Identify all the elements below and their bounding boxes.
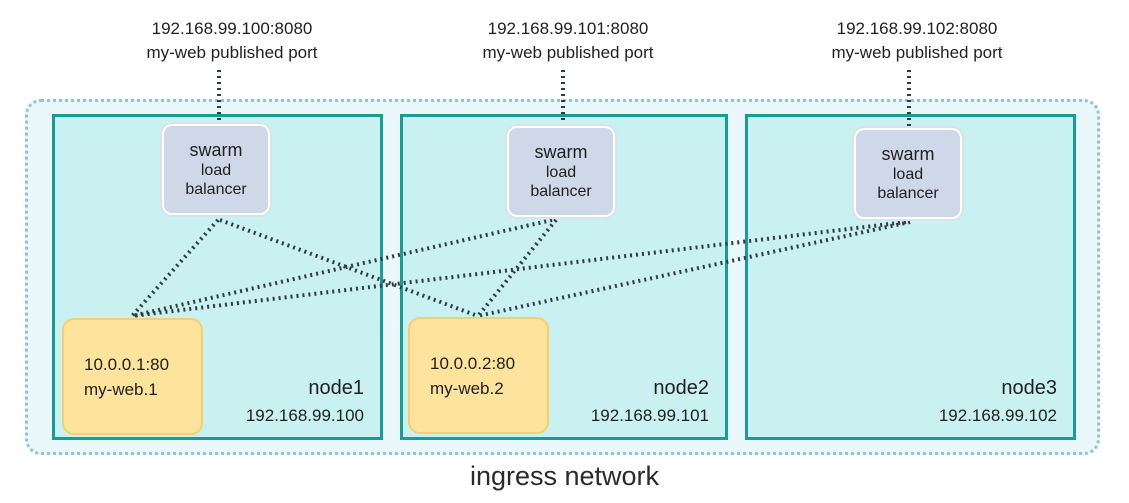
load-balancer-1-title: swarm	[189, 140, 243, 160]
load-balancer-3-line3: balancer	[877, 185, 939, 202]
load-balancer-3-line2: load	[892, 166, 924, 183]
load-balancer-2-title: swarm	[534, 142, 588, 162]
published-port-2-address: 192.168.99.101:8080	[487, 19, 649, 38]
task-2-address: 10.0.0.2:80	[430, 353, 516, 373]
task-1-name: my-web.1	[84, 379, 158, 399]
load-balancer-2-line2: load	[545, 164, 577, 181]
published-port-3-label: my-web published port	[831, 43, 1003, 62]
load-balancer-2-line3: balancer	[530, 183, 592, 200]
load-balancer-3: swarm load balancer	[852, 126, 964, 221]
load-balancer-3-title: swarm	[881, 144, 935, 164]
node-1-ip: 192.168.99.100	[245, 406, 364, 425]
published-port-3-address: 192.168.99.102:8080	[836, 19, 998, 38]
task-my-web-1: 10.0.0.1:80 my-web.1	[62, 318, 203, 435]
task-2-name: my-web.2	[430, 378, 504, 398]
load-balancer-1-line2: load	[200, 162, 232, 179]
load-balancer-1: swarm load balancer	[160, 122, 272, 217]
node-3-name: node3	[1001, 377, 1057, 399]
task-1-address: 10.0.0.1:80	[84, 354, 170, 374]
node-2-name: node2	[653, 377, 709, 399]
published-port-2: 192.168.99.101:8080 my-web published por…	[438, 17, 698, 65]
node-3-ip: 192.168.99.102	[938, 406, 1057, 425]
published-port-3: 192.168.99.102:8080 my-web published por…	[787, 17, 1047, 65]
published-port-1: 192.168.99.100:8080 my-web published por…	[102, 17, 362, 65]
published-port-2-label: my-web published port	[482, 43, 654, 62]
load-balancer-1-line3: balancer	[185, 181, 247, 198]
task-my-web-2: 10.0.0.2:80 my-web.2	[408, 317, 549, 434]
published-port-1-label: my-web published port	[146, 43, 318, 62]
node-2-ip: 192.168.99.101	[590, 406, 709, 425]
published-port-1-address: 192.168.99.100:8080	[151, 19, 313, 38]
node-1-name: node1	[308, 377, 364, 399]
ingress-network-label: ingress network	[469, 461, 660, 491]
load-balancer-2: swarm load balancer	[505, 124, 617, 219]
